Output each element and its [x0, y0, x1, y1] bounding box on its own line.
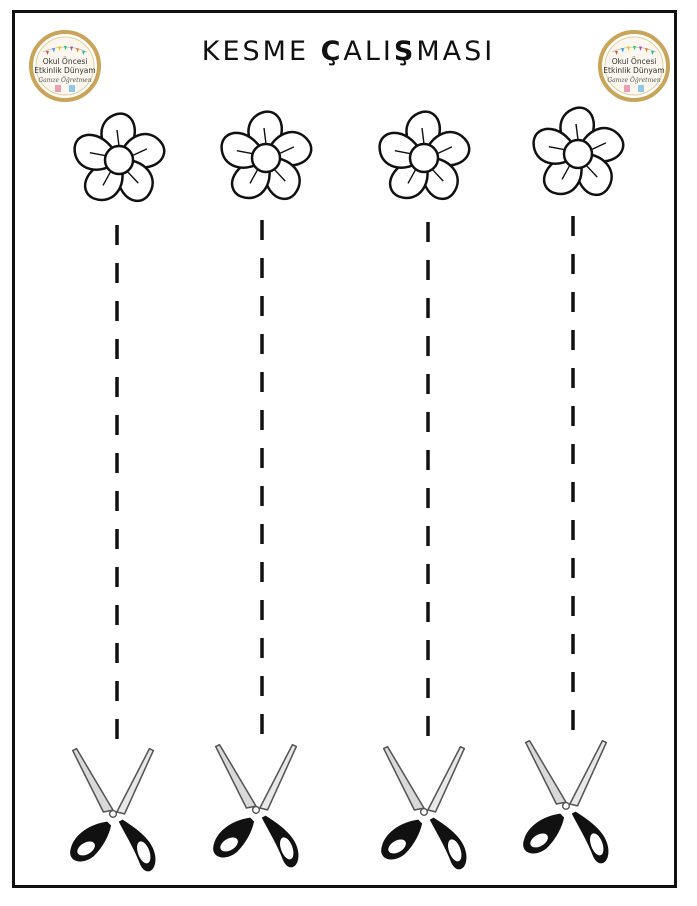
dashed-cut-line[interactable]	[571, 216, 575, 736]
logo-line1: Okul Öncesi	[42, 57, 88, 66]
cutting-lane-1	[60, 0, 180, 906]
logo-signature: Gamze Öğretmen	[607, 77, 661, 84]
scissors-icon	[380, 745, 468, 871]
flower-icon	[68, 112, 170, 210]
logo-badge-icon	[29, 30, 101, 102]
scissors-icon	[69, 747, 157, 873]
cutting-lane-3	[372, 0, 492, 906]
flower-icon	[527, 106, 629, 204]
logo-line2: Etkinlik Dünyam	[603, 66, 665, 75]
logo-line1: Okul Öncesi	[611, 57, 657, 66]
dashed-cut-line[interactable]	[260, 220, 264, 740]
flower-icon	[373, 110, 475, 208]
logo-badge-icon	[598, 30, 670, 102]
logo-signature: Gamze Öğretmen	[38, 77, 92, 84]
dashed-cut-line[interactable]	[426, 222, 430, 742]
page-title: KESME ÇALIŞMASI	[201, 36, 496, 67]
dashed-cut-line[interactable]	[115, 225, 119, 745]
logo-line2: Etkinlik Dünyam	[34, 66, 96, 75]
scissors-icon	[212, 743, 300, 869]
cutting-lane-4	[518, 0, 638, 906]
scissors-icon	[522, 739, 610, 865]
flower-icon	[215, 110, 317, 208]
cutting-lane-2	[206, 0, 326, 906]
